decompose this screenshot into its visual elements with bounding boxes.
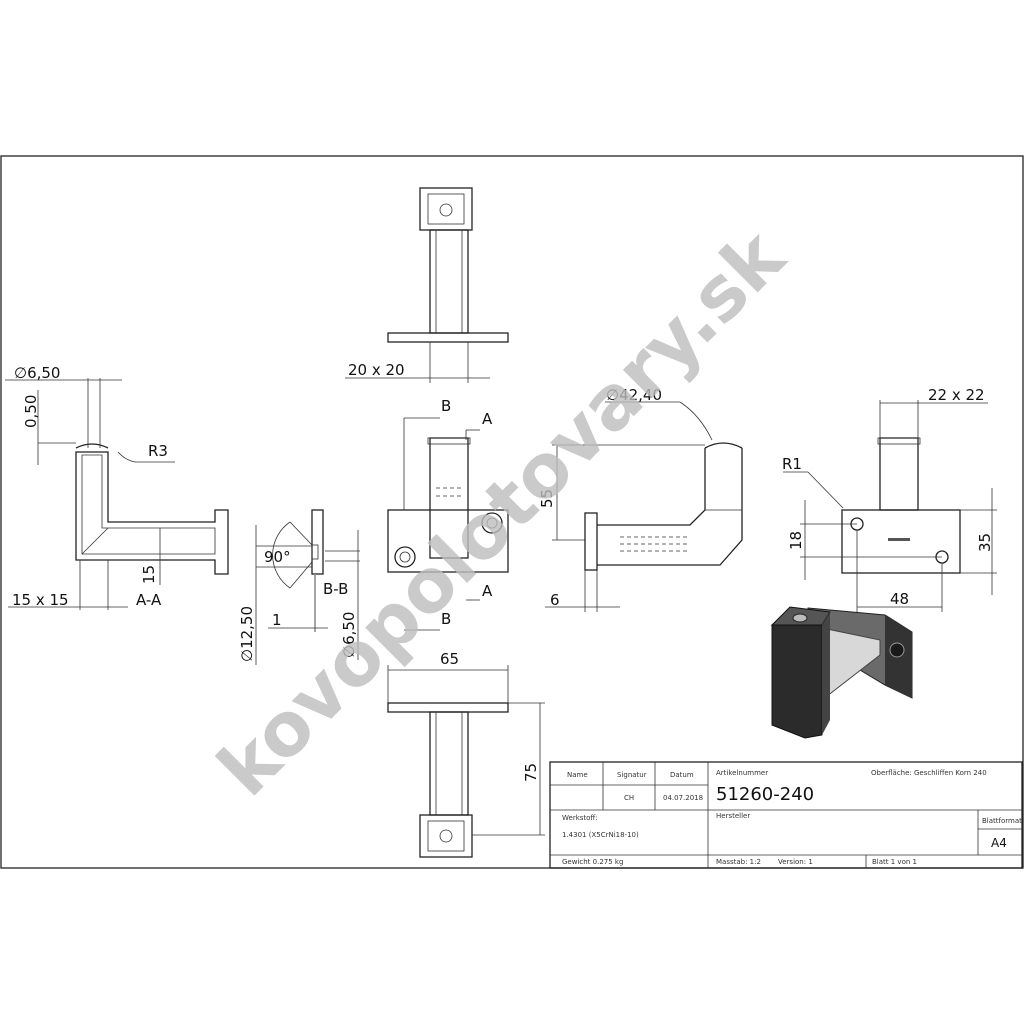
- drawing-frame: [0, 155, 1024, 869]
- dim-6: 6: [550, 591, 560, 609]
- dim-15: 15: [140, 565, 158, 584]
- dim-18: 18: [787, 531, 805, 550]
- dim-55: 55: [538, 489, 556, 508]
- version-value: Version: 1: [778, 858, 813, 866]
- section-label-b-b: B-B: [323, 580, 348, 598]
- dim-75: 75: [522, 763, 540, 782]
- dim-22x22: 22 x 22: [928, 386, 985, 404]
- signatur-label: Signatur: [617, 771, 647, 779]
- section-a-a-view: ∅6,50 0,50 R3 15 15 x 15 A-A: [5, 364, 229, 610]
- dim-65: 65: [440, 650, 459, 668]
- cut-label-b-top: B: [441, 397, 451, 415]
- gewicht-value: Gewicht 0.275 kg: [562, 858, 623, 866]
- werkstoff-value: 1.4301 (X5CrNi18-10): [562, 831, 639, 839]
- artikelnummer-label: Artikelnummer: [716, 769, 768, 777]
- top-view: 20 x 20: [345, 187, 509, 383]
- dim-0-50: 0,50: [22, 395, 40, 428]
- dim-r1: R1: [782, 455, 802, 473]
- blattformat-value: A4: [991, 836, 1007, 850]
- front-view: B A A B: [387, 397, 509, 631]
- dim-diameter-6-50: ∅6,50: [14, 364, 60, 382]
- dim-diameter-6-50-bb: ∅6,50: [340, 612, 358, 658]
- blatt-value: Blatt 1 von 1: [872, 858, 917, 866]
- datum-label: Datum: [670, 771, 694, 779]
- dim-diameter-12-50: ∅12,50: [238, 606, 256, 662]
- dim-15x15: 15 x 15: [12, 591, 69, 609]
- section-label-a-a: A-A: [136, 591, 162, 609]
- dim-35: 35: [976, 533, 994, 552]
- hersteller-label: Hersteller: [716, 812, 750, 820]
- bottom-view: 65 75: [387, 650, 545, 858]
- dim-1: 1: [272, 611, 282, 629]
- oberflaeche-value: Oberfläche: Geschliffen Korn 240: [871, 769, 987, 777]
- cut-label-b-bottom: B: [441, 610, 451, 628]
- watermark: kovopolotovary.sk: [202, 213, 802, 813]
- dim-angle-90: 90°: [264, 548, 291, 566]
- artikelnummer-value: 51260-240: [716, 784, 814, 805]
- name-label: Name: [567, 771, 588, 779]
- blattformat-label: Blattformat: [982, 817, 1022, 825]
- title-block: Name Signatur Datum CH 04.07.2018 Artike…: [549, 761, 1023, 869]
- side-view: ∅42,40 55 6: [538, 386, 743, 612]
- dim-diameter-42-40: ∅42,40: [606, 386, 662, 404]
- dim-20x20: 20 x 20: [348, 361, 405, 379]
- dim-r3: R3: [148, 442, 168, 460]
- cut-label-a-top: A: [482, 410, 493, 428]
- datum-value: 04.07.2018: [663, 794, 703, 802]
- cut-label-a-bottom: A: [482, 582, 493, 600]
- isometric-3d-view: [770, 606, 913, 739]
- massstab-value: Masstab: 1:2: [716, 858, 761, 866]
- werkstoff-label: Werkstoff:: [562, 814, 598, 822]
- dim-48: 48: [890, 590, 909, 608]
- signatur-value: CH: [624, 794, 634, 802]
- section-b-b-view: 90° B-B ∅12,50 1 ∅6,50: [238, 509, 360, 665]
- right-view: 22 x 22 R1 18 35 48: [782, 386, 997, 612]
